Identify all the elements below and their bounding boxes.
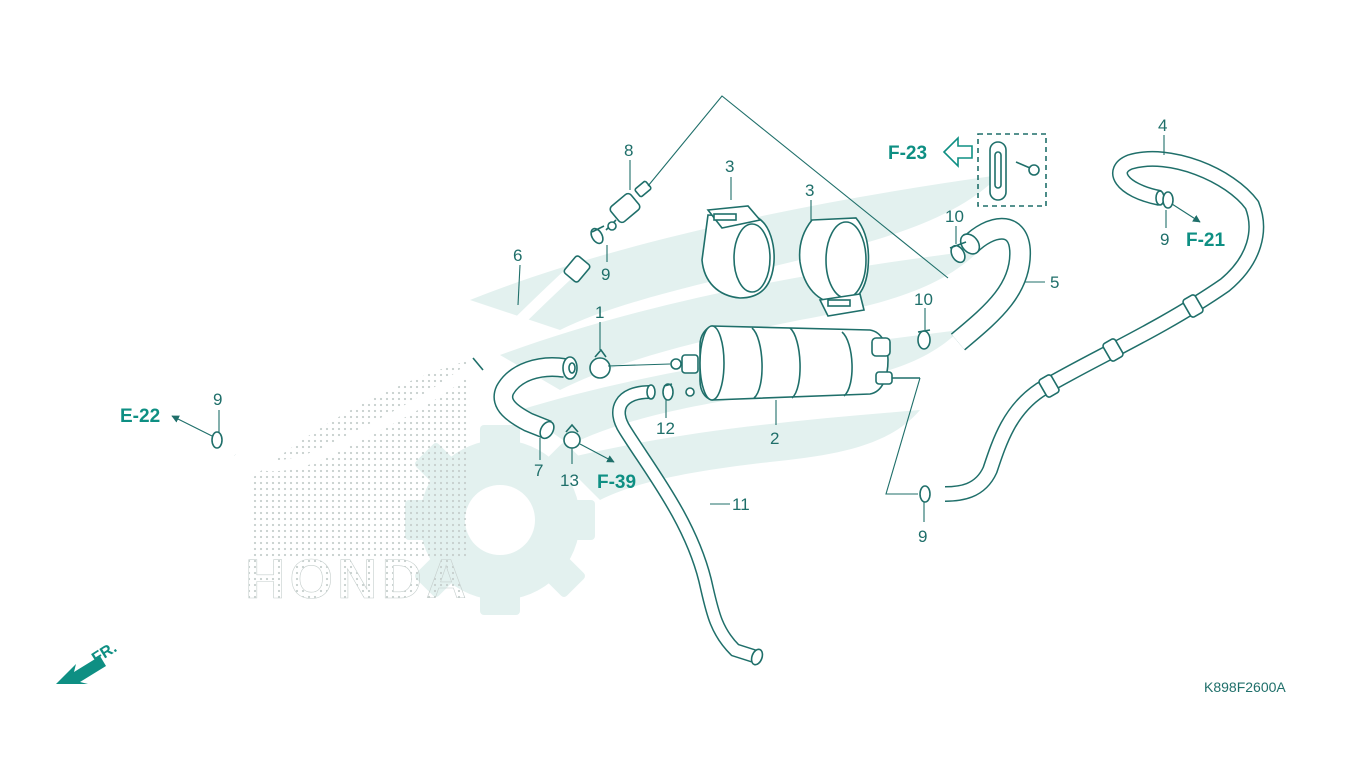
reference-arrows (171, 136, 1201, 463)
callout-7: 7 (534, 461, 543, 480)
reference-labels: E-22 F-23 F-21 F-39 (120, 143, 1226, 493)
clamp-10-upper (949, 241, 967, 264)
callout-10-lower: 10 (914, 290, 933, 309)
front-arrow-icon (56, 656, 106, 684)
band-3-right (798, 217, 870, 317)
hose-6 (232, 255, 591, 472)
ref-f39[interactable]: F-39 (597, 472, 636, 493)
ref-e22[interactable]: E-22 (120, 406, 160, 427)
clamp-10-lower (917, 329, 931, 350)
band-3-left (701, 205, 775, 299)
ref-f23[interactable]: F-23 (888, 143, 927, 164)
callout-9-left: 9 (213, 390, 222, 409)
clamp-9-right-lower (919, 485, 931, 503)
fuel-pump-2 (670, 325, 920, 401)
clamp-12 (662, 383, 674, 401)
callout-13: 13 (560, 471, 579, 490)
hose-11 (612, 384, 764, 666)
callout-4: 4 (1158, 116, 1167, 135)
f23-arrow-icon (942, 136, 973, 168)
drawing-code: K898F2600A (1204, 679, 1286, 695)
callout-5: 5 (1050, 273, 1059, 292)
hose-4 (944, 150, 1265, 502)
callout-3-left: 3 (725, 157, 734, 176)
clamp-9-left (211, 431, 223, 449)
callout-10-upper: 10 (945, 207, 964, 226)
clamp-9-upper (590, 225, 605, 245)
callout-9-upper-left: 9 (601, 265, 610, 284)
callout-6: 6 (513, 246, 522, 265)
callout-11: 11 (732, 495, 750, 514)
callout-2: 2 (770, 429, 779, 448)
clamp-13 (563, 423, 581, 449)
callout-1: 1 (595, 303, 604, 322)
callout-12: 12 (656, 419, 675, 438)
callout-9-right-lower: 9 (918, 527, 927, 546)
f23-inset (977, 133, 1047, 207)
callout-8: 8 (624, 141, 633, 160)
clamp-9-right-upper (1162, 191, 1174, 209)
check-valve-8 (605, 180, 652, 231)
callout-3-right: 3 (805, 181, 814, 200)
front-direction-indicator: FR. (56, 639, 120, 684)
watermark-text: HONDA (245, 547, 470, 610)
clamp-1 (589, 348, 611, 379)
leader-lines (218, 95, 1167, 522)
ref-f21[interactable]: F-21 (1186, 230, 1226, 251)
hose-5 (950, 217, 1032, 351)
callout-9-right-upper: 9 (1160, 230, 1169, 249)
callouts: 1 2 3 3 4 5 6 7 8 9 9 9 9 10 10 11 12 13 (213, 116, 1169, 546)
hose-7 (493, 356, 578, 440)
